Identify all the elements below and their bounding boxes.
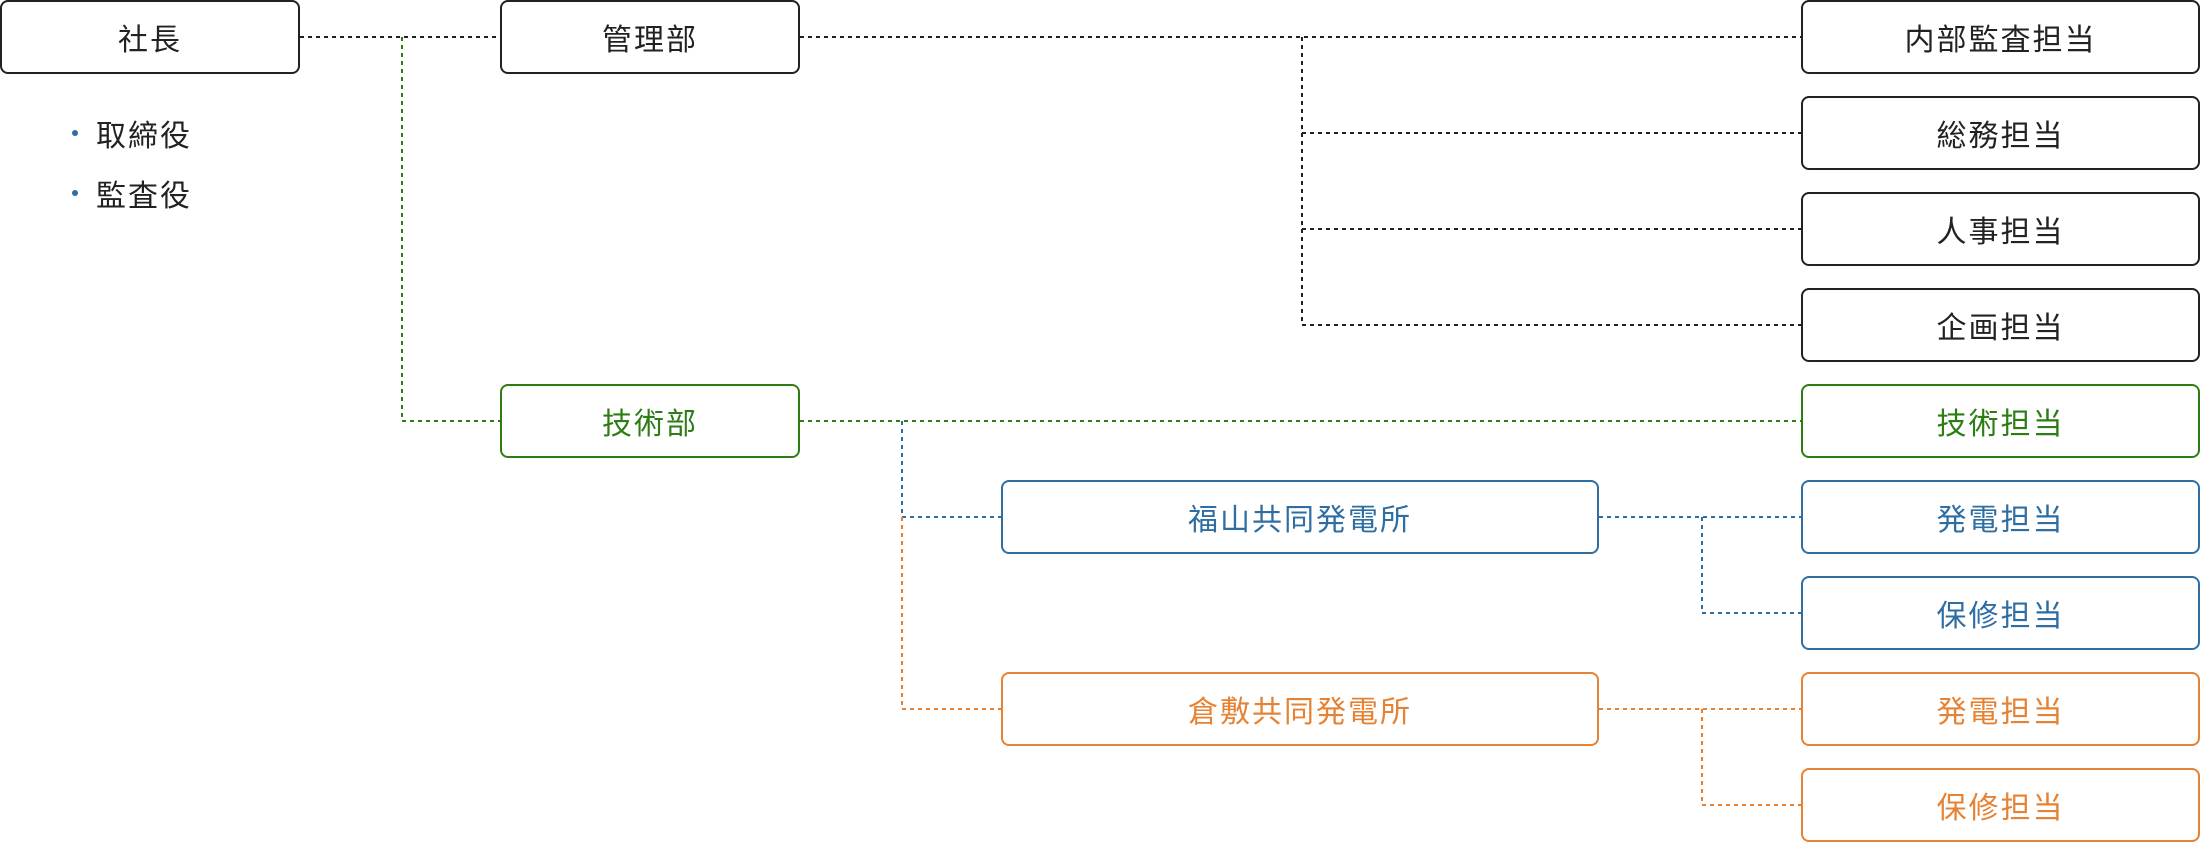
president-label: 社長 xyxy=(118,23,182,58)
technical-unit-box: 技術担当 xyxy=(1801,384,2200,458)
president-box: 社長 xyxy=(0,0,300,74)
plant-label: 倉敷共同発電所 xyxy=(1188,695,1412,730)
officer-item: 取締役 xyxy=(72,103,192,163)
connector-technical-fukuyama xyxy=(901,421,1001,518)
fukuyama-maintenance-unit-box: 保修担当 xyxy=(1801,576,2200,650)
unit-label: 発電担当 xyxy=(1936,503,2065,538)
officer-label: 取締役 xyxy=(96,119,192,154)
connector-kurashiki-units xyxy=(1599,708,1801,806)
unit-label: 総務担当 xyxy=(1936,119,2065,154)
bullet-icon xyxy=(72,190,78,196)
hr-unit-box: 人事担当 xyxy=(1801,192,2200,266)
officer-list: 取締役 監査役 xyxy=(72,103,192,223)
kurashiki-maintenance-unit-box: 保修担当 xyxy=(1801,768,2200,842)
unit-label: 発電担当 xyxy=(1936,695,2065,730)
unit-label: 企画担当 xyxy=(1936,311,2065,346)
bullet-icon xyxy=(72,130,78,136)
officer-item: 監査役 xyxy=(72,163,192,223)
technical-department-label: 技術部 xyxy=(602,407,698,442)
general-affairs-unit-box: 総務担当 xyxy=(1801,96,2200,170)
unit-label: 技術担当 xyxy=(1936,407,2065,442)
unit-label: 保修担当 xyxy=(1936,791,2065,826)
fukuyama-generation-unit-box: 発電担当 xyxy=(1801,480,2200,554)
management-department-label: 管理部 xyxy=(602,23,698,58)
management-department-box: 管理部 xyxy=(500,0,800,74)
fukuyama-plant-box: 福山共同発電所 xyxy=(1001,480,1599,554)
kurashiki-generation-unit-box: 発電担当 xyxy=(1801,672,2200,746)
internal-audit-unit-box: 内部監査担当 xyxy=(1801,0,2200,74)
unit-label: 保修担当 xyxy=(1936,599,2065,634)
officer-label: 監査役 xyxy=(96,179,192,214)
connector-technical-kurashiki xyxy=(901,517,1001,710)
technical-department-box: 技術部 xyxy=(500,384,800,458)
planning-unit-box: 企画担当 xyxy=(1801,288,2200,362)
unit-label: 内部監査担当 xyxy=(1904,23,2097,58)
plant-label: 福山共同発電所 xyxy=(1188,503,1412,538)
unit-label: 人事担当 xyxy=(1936,215,2065,250)
kurashiki-plant-box: 倉敷共同発電所 xyxy=(1001,672,1599,746)
connector-fukuyama-units xyxy=(1599,516,1801,614)
connector-president-technical xyxy=(401,37,500,422)
connector-management-trunk xyxy=(1301,37,1801,326)
